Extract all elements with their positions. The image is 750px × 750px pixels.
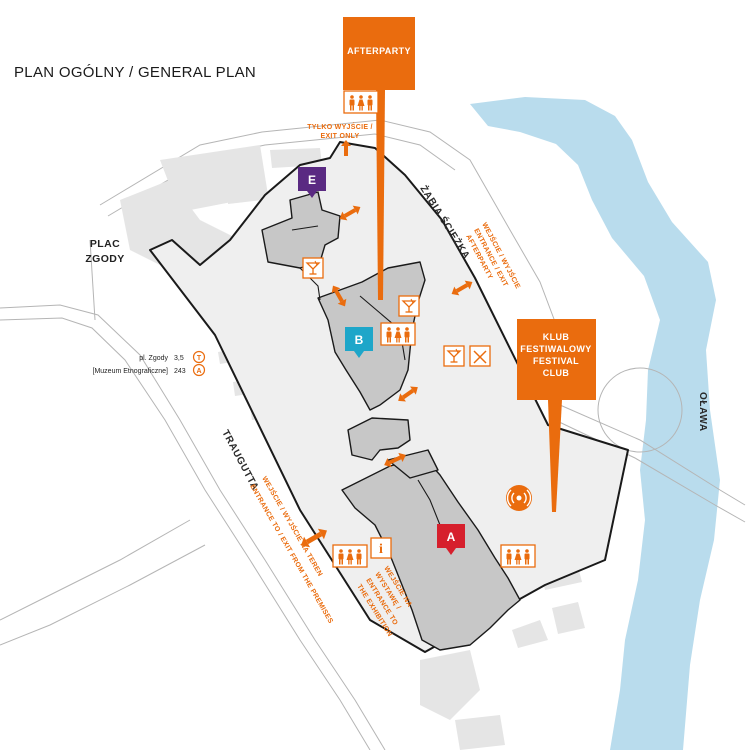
- marker-b-label: B: [355, 333, 364, 347]
- afterparty-box: [343, 17, 415, 90]
- double-arrow-e: [339, 205, 361, 221]
- tram-icon: [192, 350, 206, 364]
- river-label-olawa: OŁAWA: [697, 392, 708, 432]
- festival-club-line-2: FESTIWALOWY: [520, 344, 591, 354]
- bus-icon: [192, 363, 206, 377]
- page-title: PLAN OGÓLNY / GENERAL PLAN: [14, 64, 256, 81]
- building-a: [341, 457, 521, 651]
- festival-club-callout: KLUB FESTIWALOWY FESTIVAL CLUB: [517, 319, 596, 400]
- tram-icon-glyph: T: [197, 355, 202, 362]
- marker-b[interactable]: B: [345, 327, 373, 358]
- marker-a[interactable]: A: [437, 524, 465, 555]
- transit-stop-subname: [Muzeum Etnograficzne]: [93, 368, 169, 375]
- entrance-arrows: [301, 140, 473, 548]
- street-plac-zgody-1: PLAC: [90, 238, 120, 250]
- double-arrow-b-north: [331, 285, 347, 307]
- exit-only-line-1: TYLKO WYJŚCIE /: [307, 122, 373, 131]
- double-arrow-afterparty: [451, 280, 473, 296]
- double-arrow-b-east: [398, 386, 418, 402]
- cocktail-icon-e: [302, 257, 324, 279]
- transit-stop: pl. Zgody [Muzeum Etnograficzne] 3,5 243…: [93, 350, 206, 377]
- exit-only-line-2: EXIT ONLY: [320, 133, 359, 140]
- building-e: [261, 191, 341, 269]
- transit-stop-name: pl. Zgody: [139, 355, 168, 362]
- toilets-icon-a-west: [333, 545, 367, 567]
- cocktail-icon-restaurant: [443, 345, 465, 367]
- tram-lines: 3,5: [174, 355, 184, 362]
- festival-club-line-4: CLUB: [543, 368, 570, 378]
- info-icon-glyph: i: [379, 542, 383, 557]
- toilets-icon-a-east: [501, 545, 535, 567]
- marker-e-label: E: [308, 173, 316, 187]
- festival-club-line-3: FESTIVAL: [533, 356, 579, 366]
- marker-e[interactable]: E: [298, 167, 326, 198]
- toilets-icon-b: [381, 323, 415, 345]
- cocktail-icon-b: [398, 295, 420, 317]
- cutlery-icon: [469, 345, 491, 367]
- afterparty-callout: AFTERPARTY: [343, 17, 415, 90]
- street-plac-zgody-2: ZGODY: [85, 253, 124, 265]
- callout-pointers: [376, 90, 562, 512]
- double-arrow-premises: [301, 528, 327, 548]
- toilets-icon-afterparty: [344, 91, 378, 113]
- marker-a-label: A: [447, 530, 456, 544]
- festival-club-box: [517, 319, 596, 400]
- building-connector: [347, 417, 411, 461]
- arrow-exit-only: [341, 140, 351, 156]
- river-olawa: [470, 97, 720, 750]
- roads: [0, 119, 746, 750]
- double-arrow-connector: [384, 452, 406, 468]
- festival-club-line-1: KLUB: [543, 332, 570, 342]
- info-icon: i: [370, 537, 392, 559]
- afterparty-label: AFTERPARTY: [347, 46, 411, 56]
- bus-icon-glyph: A: [196, 368, 201, 375]
- signal-icon: [506, 485, 532, 511]
- bus-lines: 243: [174, 368, 186, 375]
